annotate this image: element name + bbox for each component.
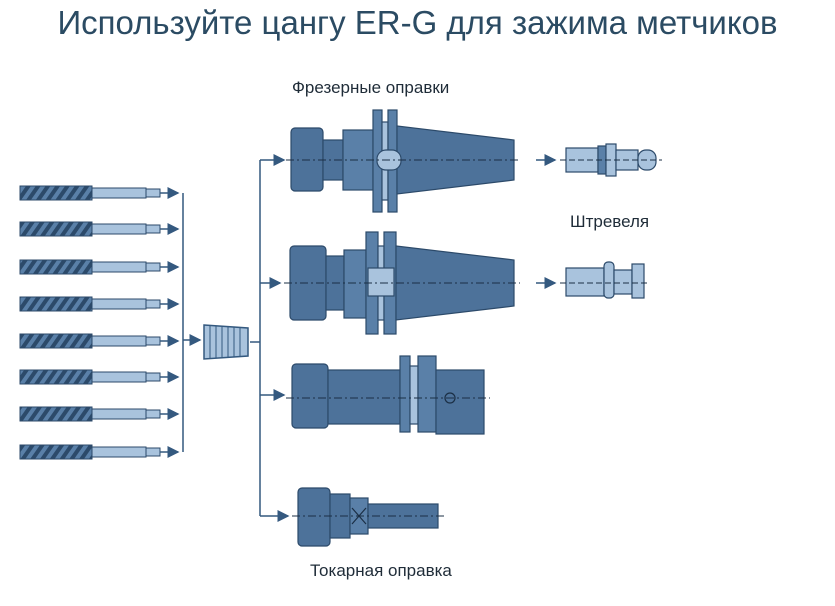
pull-stud-2	[560, 261, 650, 299]
hsk-holder	[286, 355, 490, 435]
tap-1	[19, 185, 180, 201]
pull-studs-label: Штревеля	[570, 212, 650, 231]
turning-holder-label: Токарная оправка	[310, 561, 452, 580]
tap-5	[19, 333, 180, 349]
milling-holder-1	[286, 109, 520, 213]
tap-connector-lines	[182, 193, 202, 452]
turning-holder	[292, 487, 444, 547]
collet-connector-lines	[250, 154, 290, 522]
tap-2	[19, 221, 180, 237]
er-g-collet	[203, 324, 249, 360]
tap-6	[19, 369, 180, 385]
milling-holders-label: Фрезерные оправки	[292, 78, 450, 97]
tap-4	[19, 296, 180, 312]
tap-7	[19, 406, 180, 422]
taps-group	[19, 185, 180, 460]
tap-8	[19, 444, 180, 460]
pull-stud-1	[560, 143, 662, 177]
milling-holder-2	[284, 231, 520, 335]
page-title: Используйте цангу ER-G для зажима метчик…	[57, 4, 778, 41]
tap-3	[19, 259, 180, 275]
